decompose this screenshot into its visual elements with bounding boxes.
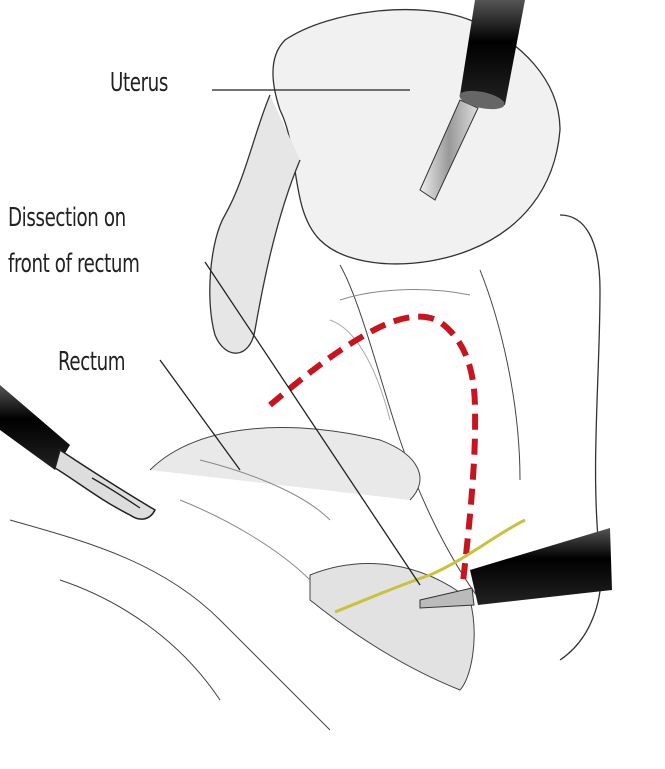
- rectum-leader-line: [159, 359, 241, 471]
- uterus-label: Uterus: [110, 68, 168, 98]
- dissection-label-line1: Dissection on: [8, 203, 126, 233]
- boundary-line: [334, 518, 526, 614]
- right-instrument: [419, 528, 612, 609]
- rectum-drawing: [9, 264, 521, 731]
- dissection-path: [268, 313, 479, 583]
- left-instrument: [0, 385, 156, 520]
- rectum-label: Rectum: [58, 347, 126, 377]
- dissection-leader-line: [204, 261, 421, 586]
- top-instrument: [419, 0, 525, 201]
- dissection-label-line2: front of rectum: [8, 249, 140, 279]
